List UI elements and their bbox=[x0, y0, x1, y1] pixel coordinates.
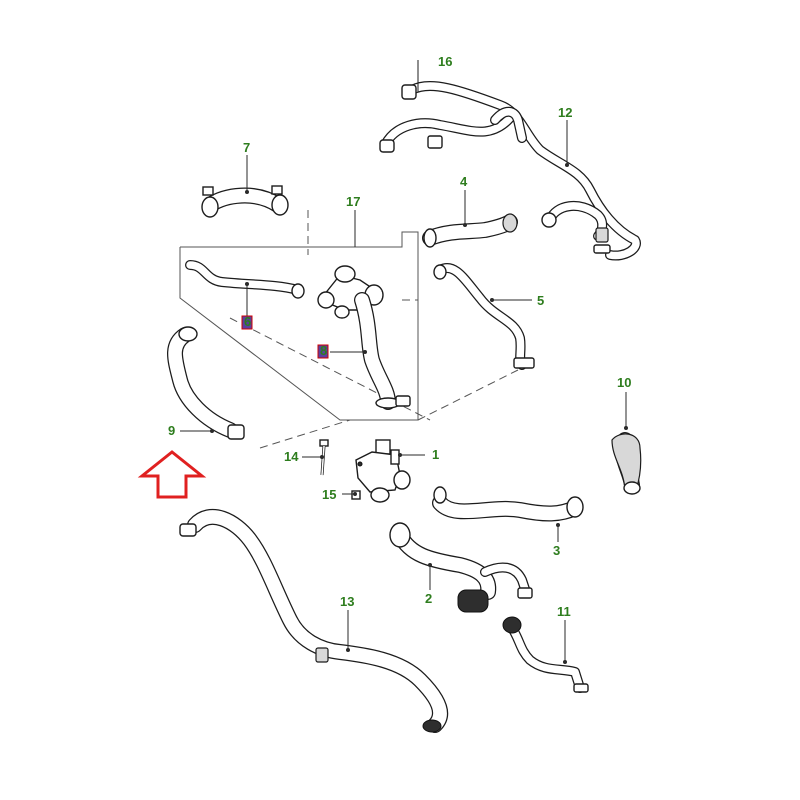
callout-label-6: 6 bbox=[244, 314, 251, 329]
callout-label-3: 3 bbox=[553, 543, 560, 558]
callout-label-8: 8 bbox=[320, 343, 327, 358]
callout-6: 6 bbox=[241, 282, 253, 330]
callout-label-11: 11 bbox=[557, 604, 571, 619]
hose-2 bbox=[389, 522, 533, 613]
hose-4 bbox=[422, 213, 518, 248]
callout-label-15: 15 bbox=[322, 487, 336, 502]
callout-7: 7 bbox=[243, 140, 250, 194]
callout-label-12: 12 bbox=[558, 105, 572, 120]
kit-17-frame bbox=[179, 210, 519, 449]
callout-14: 14 bbox=[284, 449, 324, 464]
callout-1: 1 bbox=[398, 447, 439, 462]
callout-4: 4 bbox=[460, 174, 468, 227]
callout-label-7: 7 bbox=[243, 140, 250, 155]
callout-13: 13 bbox=[340, 594, 354, 652]
hose-10 bbox=[611, 432, 642, 495]
callout-label-1: 1 bbox=[432, 447, 439, 462]
callout-label-16: 16 bbox=[438, 54, 452, 69]
thermostat-housing-17 bbox=[317, 265, 384, 319]
pump-housing-1 bbox=[355, 439, 411, 503]
red-up-arrow-icon bbox=[137, 450, 207, 499]
callout-15: 15 bbox=[322, 487, 357, 502]
callout-17: 17 bbox=[346, 194, 360, 247]
callout-label-14: 14 bbox=[284, 449, 299, 464]
hose-6 bbox=[185, 260, 305, 299]
callout-label-10: 10 bbox=[617, 375, 631, 390]
hose-12-assembly bbox=[379, 60, 641, 261]
hose-9 bbox=[167, 326, 245, 440]
callout-16: 16 bbox=[438, 54, 452, 69]
callout-label-2: 2 bbox=[425, 591, 432, 606]
callout-label-9: 9 bbox=[168, 423, 175, 438]
callout-10: 10 bbox=[617, 375, 631, 430]
callout-3: 3 bbox=[553, 523, 560, 558]
hose-5 bbox=[433, 263, 535, 370]
callout-label-17: 17 bbox=[346, 194, 360, 209]
hose-13 bbox=[179, 508, 448, 733]
callout-5: 5 bbox=[490, 293, 544, 308]
hose-7 bbox=[201, 185, 289, 218]
callout-label-13: 13 bbox=[340, 594, 354, 609]
callout-12: 12 bbox=[558, 105, 572, 167]
callout-2: 2 bbox=[425, 563, 432, 606]
hose-8 bbox=[354, 292, 411, 410]
callout-label-4: 4 bbox=[460, 174, 468, 189]
hose-3 bbox=[432, 486, 584, 522]
hose-11 bbox=[502, 616, 589, 693]
bolt-14 bbox=[319, 439, 329, 476]
callout-8: 8 bbox=[317, 343, 367, 359]
callout-label-5: 5 bbox=[537, 293, 544, 308]
callout-9: 9 bbox=[168, 423, 214, 438]
callout-11: 11 bbox=[557, 604, 571, 664]
